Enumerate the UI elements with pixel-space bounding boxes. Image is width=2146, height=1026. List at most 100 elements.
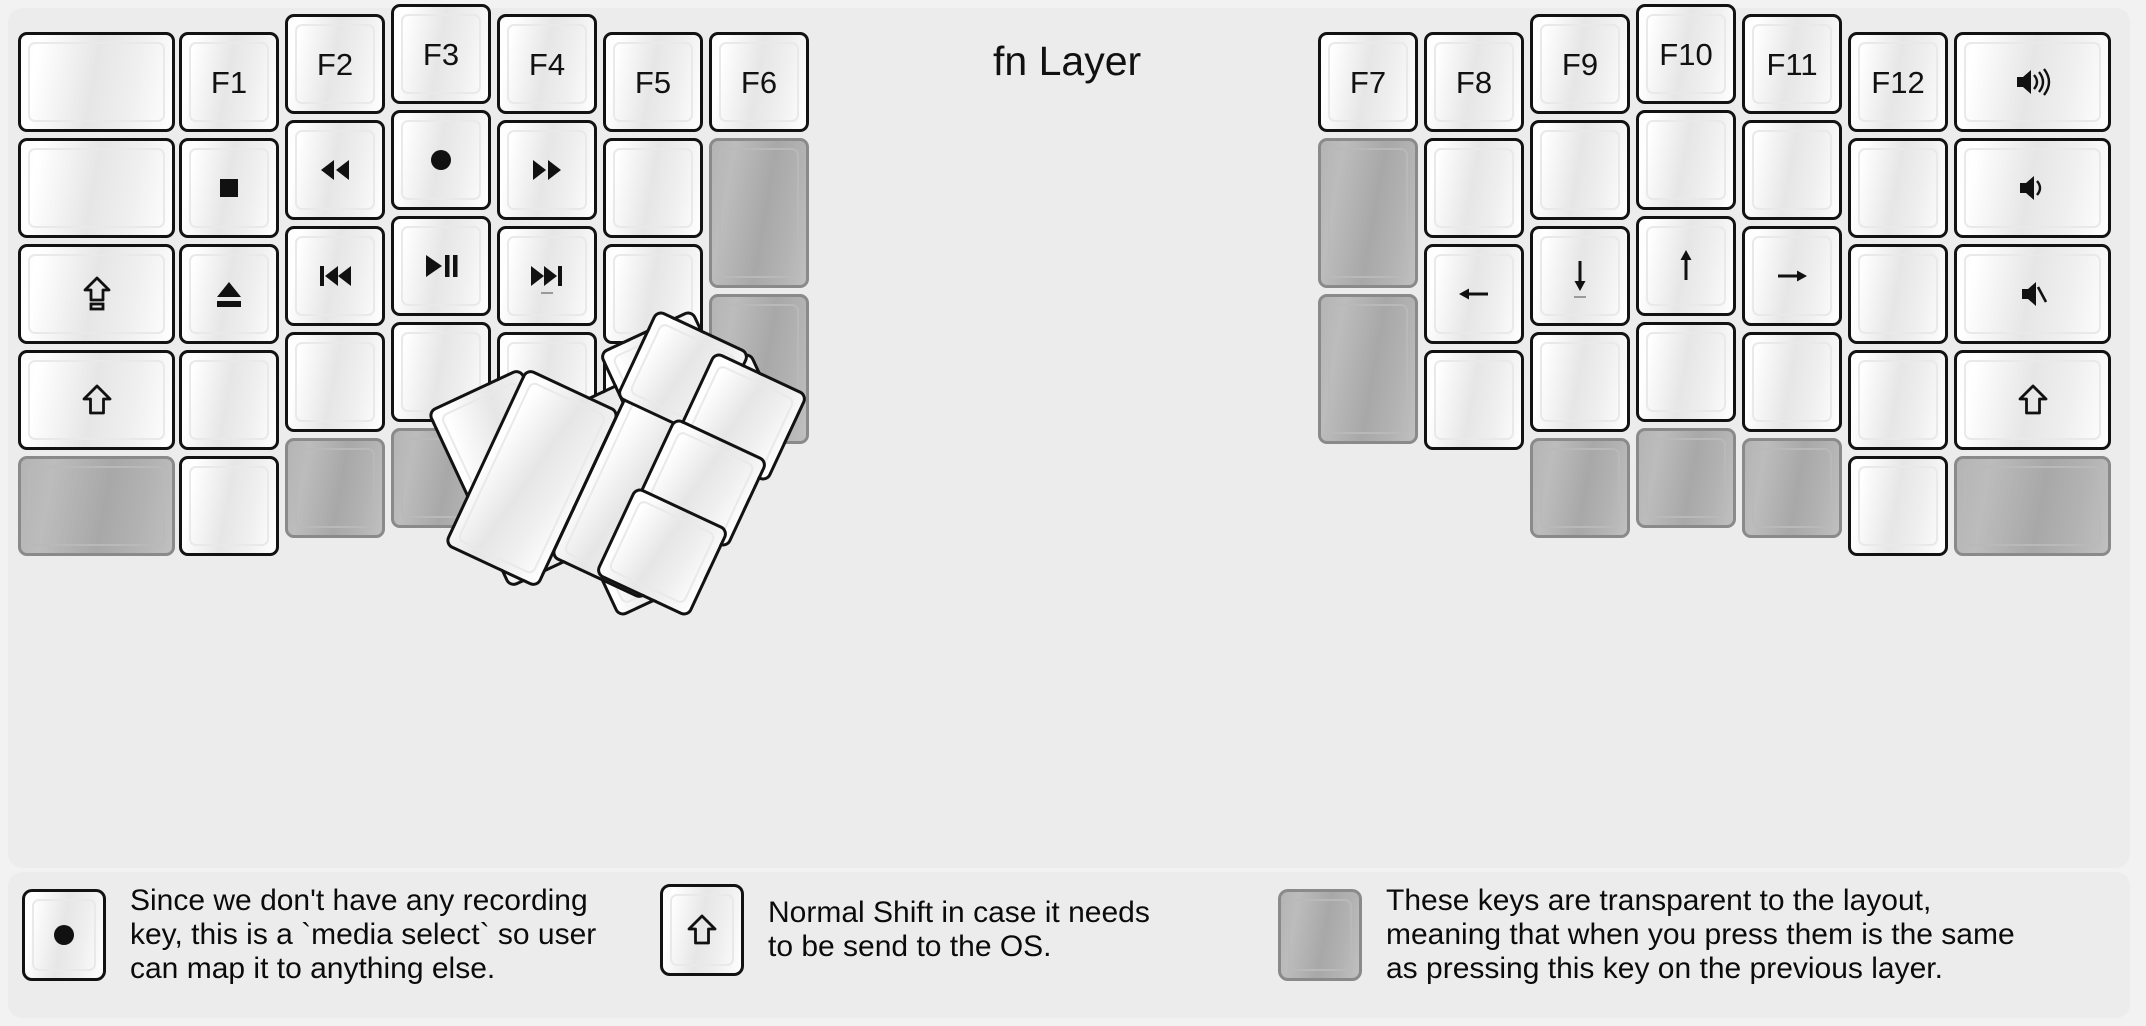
left-col-index-key-2[interactable] [497,120,597,220]
arrow-right-icon [1772,256,1812,296]
arrow-up-icon [1666,246,1706,286]
right-col-pinky-key-4[interactable] [1848,350,1948,450]
left-col-ring-key-2[interactable] [285,120,385,220]
left-col-pinky-key-4[interactable] [179,350,279,450]
keycap-inner [295,342,375,422]
right-col-inner-key-4[interactable] [1424,350,1524,450]
right-col-pinky-outer-key-2[interactable] [1954,138,2111,238]
media-play-pause-icon [421,246,461,286]
left-col-pinky-key-2[interactable] [179,138,279,238]
key-label: F12 [1871,64,1925,100]
right-col-index-key-3[interactable] [1530,226,1630,326]
arrow-left-icon [1454,274,1494,314]
keycap-inner [1858,254,1938,334]
right-col-middle-key-4[interactable] [1636,322,1736,422]
right-col-ring-key-3[interactable] [1742,226,1842,326]
left-col-ring-key-4[interactable] [285,332,385,432]
keycap-inner [613,148,693,228]
left-col-middle-key-2[interactable] [391,110,491,210]
media-next-track-icon [527,256,567,296]
left-col-inner-key-1[interactable]: F5 [603,32,703,132]
keycap-inner [189,466,269,546]
volume-up-icon [2013,62,2053,102]
left-col-ring-key-1[interactable]: F2 [285,14,385,114]
media-rewind-icon [315,150,355,190]
right-col-middle-key-5[interactable] [1636,428,1736,528]
right-col-inner-key-1[interactable]: F8 [1424,32,1524,132]
key-label: F2 [316,46,354,82]
keycap-inner [1434,360,1514,440]
left-col-pinky-outer-key-5[interactable] [18,456,175,556]
key-label: F3 [422,36,460,72]
left-col-index-key-3[interactable] [497,226,597,326]
right-col-innermost-key-1[interactable]: F7 [1318,32,1418,132]
right-col-pinky-outer-key-4[interactable] [1954,350,2111,450]
left-col-ring-key-5[interactable] [285,438,385,538]
key-label: F10 [1659,36,1713,72]
left-col-ring-key-3[interactable] [285,226,385,326]
right-col-middle-key-2[interactable] [1636,110,1736,210]
caps-lock-icon [77,274,117,314]
right-col-innermost-key-3[interactable] [1318,294,1418,444]
right-col-middle-key-3[interactable] [1636,216,1736,316]
right-col-innermost-key-2[interactable] [1318,138,1418,288]
left-col-pinky-outer-key-3[interactable] [18,244,175,344]
right-col-ring-key-2[interactable] [1742,120,1842,220]
left-col-innermost-key-2[interactable] [709,138,809,288]
left-col-pinky-outer-key-2[interactable] [18,138,175,238]
right-col-index-key-5[interactable] [1530,438,1630,538]
right-col-pinky-outer-key-1[interactable] [1954,32,2111,132]
left-col-pinky-outer-key-4[interactable] [18,350,175,450]
legend-sample-key-1[interactable] [22,888,106,981]
right-col-inner-key-3[interactable] [1424,244,1524,344]
page-title: fn Layer [993,38,1142,84]
keycap-inner [1646,332,1726,412]
key-label: F11 [1766,46,1818,82]
keycap-inner [295,448,375,528]
right-col-pinky-outer-key-5[interactable] [1954,456,2111,556]
media-fast-forward-icon [527,150,567,190]
right-col-pinky-key-5[interactable] [1848,456,1948,556]
left-col-pinky-key-5[interactable] [179,456,279,556]
keycap-inner [1858,148,1938,228]
legend-text-3: These keys are transparent to the layout… [1386,884,2015,985]
right-col-pinky-outer-key-3[interactable] [1954,244,2111,344]
keycap-inner [1646,438,1726,518]
legend-sample-key-3[interactable] [1278,888,1362,981]
right-col-ring-key-1[interactable]: F11 [1742,14,1842,114]
keycap-inner [1328,148,1408,278]
keycap-inner [1752,130,1832,210]
keycap-inner [28,466,165,546]
keycap-inner [1964,466,2101,546]
right-col-index-key-4[interactable] [1530,332,1630,432]
left-col-innermost-key-1[interactable]: F6 [709,32,809,132]
key-label: F6 [740,64,778,100]
left-col-pinky-outer-key-1[interactable] [18,32,175,132]
shift-icon [2013,380,2053,420]
left-col-middle-key-1[interactable]: F3 [391,4,491,104]
left-col-middle-key-3[interactable] [391,216,491,316]
right-col-ring-key-4[interactable] [1742,332,1842,432]
right-col-ring-key-5[interactable] [1742,438,1842,538]
legend-sample-key-2[interactable] [660,884,744,976]
right-col-index-key-1[interactable]: F9 [1530,14,1630,114]
keycap-inner [1858,466,1938,546]
left-col-pinky-key-3[interactable] [179,244,279,344]
volume-mute-icon [2013,274,2053,314]
right-col-middle-key-1[interactable]: F10 [1636,4,1736,104]
keycap-inner [28,148,165,228]
legend-panel [8,872,2130,1018]
right-col-inner-key-2[interactable] [1424,138,1524,238]
key-label: F4 [528,46,566,82]
right-col-index-key-2[interactable] [1530,120,1630,220]
media-record-icon [421,140,461,180]
right-col-pinky-key-1[interactable]: F12 [1848,32,1948,132]
left-col-index-key-1[interactable]: F4 [497,14,597,114]
left-col-inner-key-2[interactable] [603,138,703,238]
left-col-pinky-key-1[interactable]: F1 [179,32,279,132]
right-col-pinky-key-2[interactable] [1848,138,1948,238]
right-col-pinky-key-3[interactable] [1848,244,1948,344]
keycap-inner [1540,342,1620,422]
keycap-inner [1752,448,1832,528]
keycap-inner [1288,898,1352,971]
